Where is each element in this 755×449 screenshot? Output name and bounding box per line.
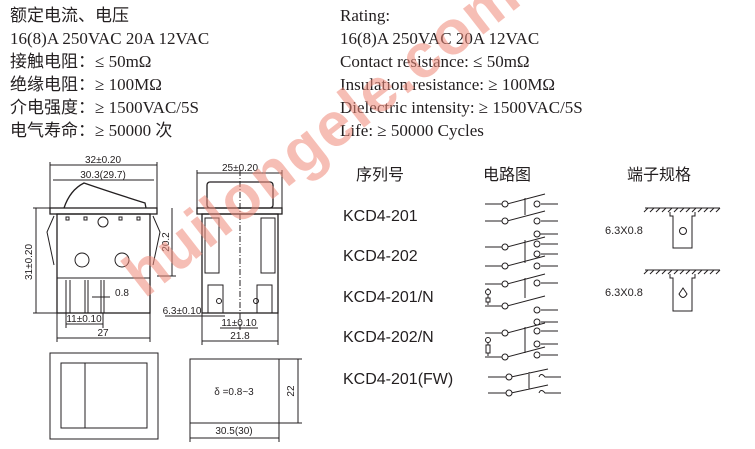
circuit-kcd4-201fw (488, 368, 561, 397)
circuit-kcd4-202n (485, 318, 558, 361)
panel-view (49, 352, 159, 440)
terminal-drawings (643, 207, 721, 312)
spec-en-line: 16(8)A 250VAC 20A 12VAC (340, 29, 540, 48)
panel-cutout (189, 358, 302, 442)
dim-body-height: 20.2 (161, 232, 172, 252)
circuit-kcd4-202 (485, 230, 558, 270)
dim-side-base: 21.8 (230, 331, 250, 342)
cutout-thickness: δ =0.8~3 (214, 387, 254, 398)
header-circuit: 电路图 (483, 166, 531, 184)
dim-side-width: 25±0.20 (222, 163, 259, 174)
spec-en-line: Life: ≥ 50000 Cycles (340, 121, 484, 140)
dim-pin-gap: 0.8 (115, 288, 129, 299)
dim-front-width: 32±0.20 (85, 155, 122, 166)
side-view (165, 170, 283, 345)
spec-chinese: 额定电流、电压 16(8)A 250VAC 20A 12VAC 接触电阻：≤ 5… (10, 4, 209, 142)
circuit-kcd4-201 (485, 193, 558, 225)
model-row: KCD4-201 (343, 208, 418, 225)
front-view (33, 162, 176, 342)
header-model: 序列号 (356, 166, 404, 184)
cutout-width: 30.5(30) (215, 426, 252, 437)
spec-cn-line: 电气寿命：≥ 50000 次 (10, 121, 173, 140)
spec-cn-line: 16(8)A 250VAC 20A 12VAC (10, 29, 210, 48)
header-terminal: 端子规格 (627, 166, 691, 184)
model-row: KCD4-202 (343, 248, 418, 265)
spec-en-line: Dielectric intensity: ≥ 1500VAC/5S (340, 98, 583, 117)
dim-height: 31±0.20 (24, 244, 35, 281)
spec-cn-line: 接触电阻：≤ 50mΩ (10, 52, 152, 71)
dim-side-pin-pitch: 11±0.10 (221, 318, 257, 329)
terminal-round-hole (643, 207, 721, 249)
dim-base-width: 27 (97, 328, 109, 339)
terminal-size: 6.3X0.8 (605, 287, 643, 299)
spec-cn-line: 介电强度：≥ 1500VAC/5S (10, 98, 199, 117)
spec-en-line: Contact resistance: ≤ 50mΩ (340, 52, 530, 71)
terminal-drop-hole (643, 269, 721, 312)
circuit-diagrams (485, 193, 561, 397)
spec-cn-line: 额定电流、电压 (10, 6, 129, 25)
cutout-height: 22 (286, 385, 297, 397)
model-row: KCD4-201(FW) (343, 371, 453, 388)
dim-rocker-width: 30.3(29.7) (80, 170, 126, 181)
dim-terminal-width: 6.3±0.10 (163, 306, 202, 317)
dim-pin-pitch: 11±0.10 (66, 314, 102, 325)
spec-en-line: Rating: (340, 6, 391, 25)
circuit-kcd4-201n (485, 273, 558, 314)
spec-cn-line: 绝缘电阻：≥ 100MΩ (10, 75, 162, 94)
model-row: KCD4-202/N (343, 329, 434, 346)
terminal-size: 6.3X0.8 (605, 225, 643, 237)
spec-en-line: Insulation resistance: ≥ 100MΩ (340, 75, 556, 94)
spec-english: Rating: 16(8)A 250VAC 20A 12VAC Contact … (340, 4, 583, 142)
model-row: KCD4-201/N (343, 289, 434, 306)
